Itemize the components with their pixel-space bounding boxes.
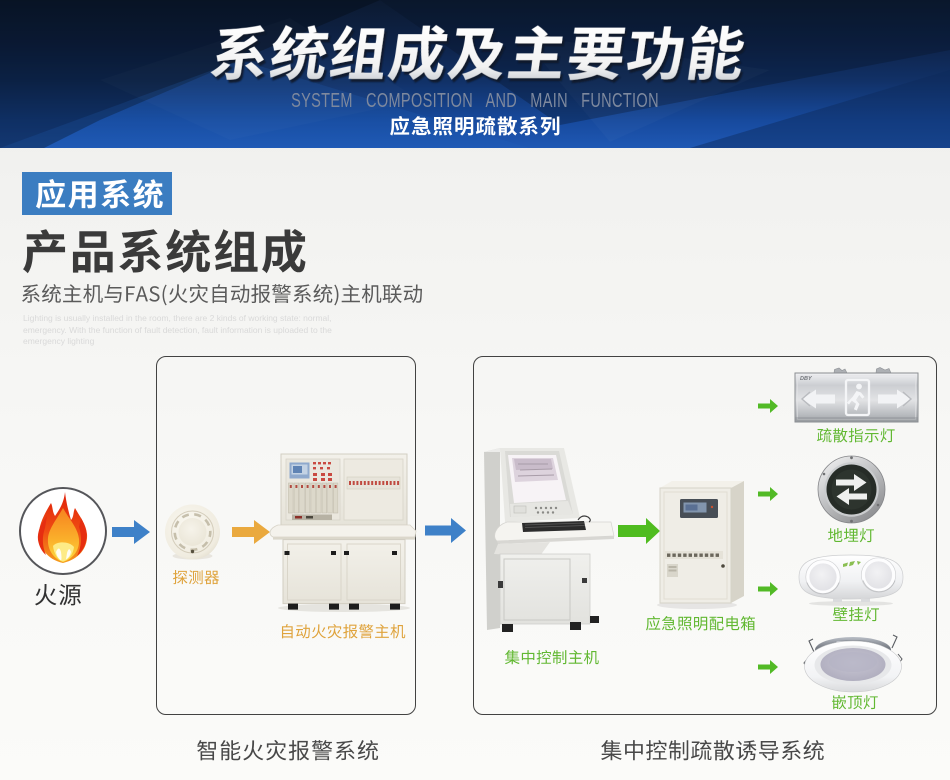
svg-text:DBY: DBY bbox=[800, 376, 813, 382]
